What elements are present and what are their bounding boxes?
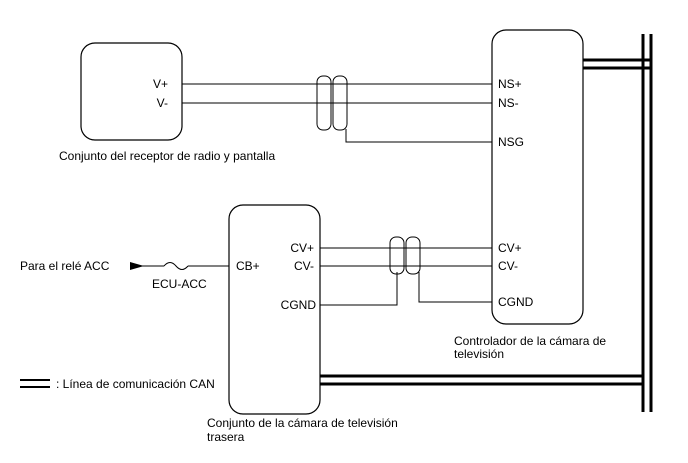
fuse-label: ECU-ACC xyxy=(152,277,207,291)
radio-video-wires xyxy=(182,83,492,143)
power-source-label: Para el relé ACC xyxy=(20,259,110,273)
radio-pin-v-minus: V- xyxy=(157,96,168,110)
camera-pin-cgnd: CGND xyxy=(281,298,317,312)
camera-controller-box xyxy=(491,29,584,325)
controller-name-line1: Controlador de la cámara de xyxy=(454,334,606,348)
wire-cgnd-controller xyxy=(418,272,492,303)
controller-pin-nsg: NSG xyxy=(498,135,524,149)
shield-symbol-top xyxy=(316,75,348,131)
radio-component-name: Conjunto del receptor de radio y pantall… xyxy=(59,149,275,163)
camera-pin-cv-minus: CV- xyxy=(294,259,314,273)
camera-name-line2: trasera xyxy=(207,430,245,444)
camera-name-line1: Conjunto de la cámara de televisión xyxy=(207,416,398,430)
wire-cgnd-camera xyxy=(320,272,398,306)
shield-symbol-bottom xyxy=(389,236,421,275)
camera-pin-cb-plus: CB+ xyxy=(236,259,260,273)
camera-pin-cv-plus: CV+ xyxy=(290,241,314,255)
wire-shield-nsg xyxy=(345,129,492,143)
arrow-icon xyxy=(130,262,144,270)
can-legend-label: : Línea de comunicación CAN xyxy=(56,377,215,391)
radio-pin-v-plus: V+ xyxy=(153,77,168,91)
can-legend-symbol xyxy=(20,379,50,388)
controller-pin-cv-minus: CV- xyxy=(498,259,518,273)
rear-camera-box xyxy=(228,204,321,415)
can-bus xyxy=(320,34,653,412)
controller-name-line2: televisión xyxy=(454,347,504,361)
controller-pin-cv-plus: CV+ xyxy=(498,241,522,255)
controller-pin-ns-plus: NS+ xyxy=(498,77,522,91)
radio-receptor-box xyxy=(80,42,183,141)
fuse-symbol xyxy=(163,262,189,270)
controller-pin-ns-minus: NS- xyxy=(498,96,519,110)
power-feed xyxy=(130,262,229,270)
controller-pin-cgnd: CGND xyxy=(498,295,534,309)
